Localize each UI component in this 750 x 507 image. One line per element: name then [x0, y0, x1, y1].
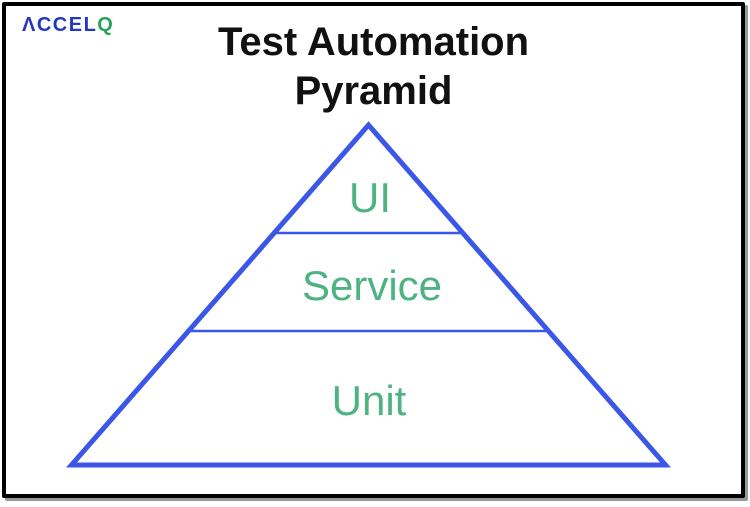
logo-text-accent: Q [97, 14, 115, 36]
pyramid-outline [65, 121, 672, 468]
accelq-logo: ΛCCELQ [22, 14, 114, 37]
logo-text-primary: ΛCCEL [22, 14, 98, 36]
layer-label-unit: Unit [331, 377, 407, 424]
layer-label-service: Service [301, 262, 443, 309]
layer-label-ui: UI [349, 174, 391, 221]
diagram-title: Test Automation Pyramid [6, 18, 741, 116]
title-line-1: Test Automation [217, 20, 530, 64]
title-line-2: Pyramid [294, 69, 453, 113]
slide-frame: ΛCCELQ Test Automation Pyramid UI Servic… [2, 2, 745, 498]
pyramid-diagram [65, 121, 672, 468]
